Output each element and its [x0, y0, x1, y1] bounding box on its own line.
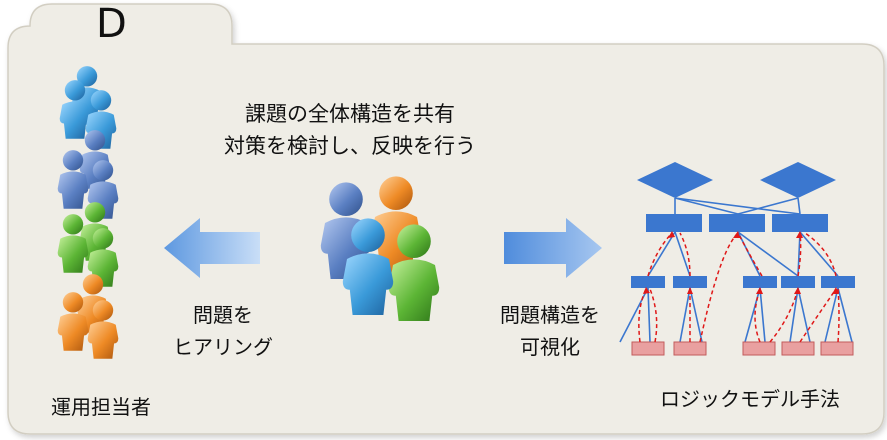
left-arrow: [164, 218, 260, 278]
logic-model-label: ロジックモデル手法: [660, 387, 840, 411]
activity-box: [631, 341, 665, 356]
output-box: [821, 276, 855, 288]
left-arrow-caption-line2: ヒアリング: [173, 335, 273, 359]
panel-letter: D: [96, 1, 127, 47]
outcome-box: [709, 214, 765, 232]
center-caption-line2: 対策を検討し、反映を行う: [224, 134, 476, 158]
activity-box: [673, 341, 707, 356]
right-arrow-caption-line1: 問題構造を: [500, 303, 600, 327]
center-caption-line1: 課題の全体構造を共有: [245, 102, 455, 126]
goal-diamond: [760, 162, 836, 198]
left-arrow-caption-line1: 問題を: [193, 303, 253, 327]
output-box: [743, 276, 777, 288]
panel-background: [7, 3, 885, 435]
output-box: [631, 276, 665, 288]
right-arrow: [504, 218, 602, 278]
output-box: [781, 276, 815, 288]
activity-box: [781, 341, 815, 356]
operators-label: 運用担当者: [51, 395, 151, 419]
goal-diamond: [637, 162, 713, 198]
activity-box: [820, 341, 854, 356]
logic-model-diagram: [619, 162, 855, 356]
outcome-box: [646, 214, 702, 232]
outcome-box: [772, 214, 828, 232]
activity-box: [742, 341, 776, 356]
right-arrow-caption-line2: 可視化: [520, 335, 580, 359]
output-box: [673, 276, 707, 288]
